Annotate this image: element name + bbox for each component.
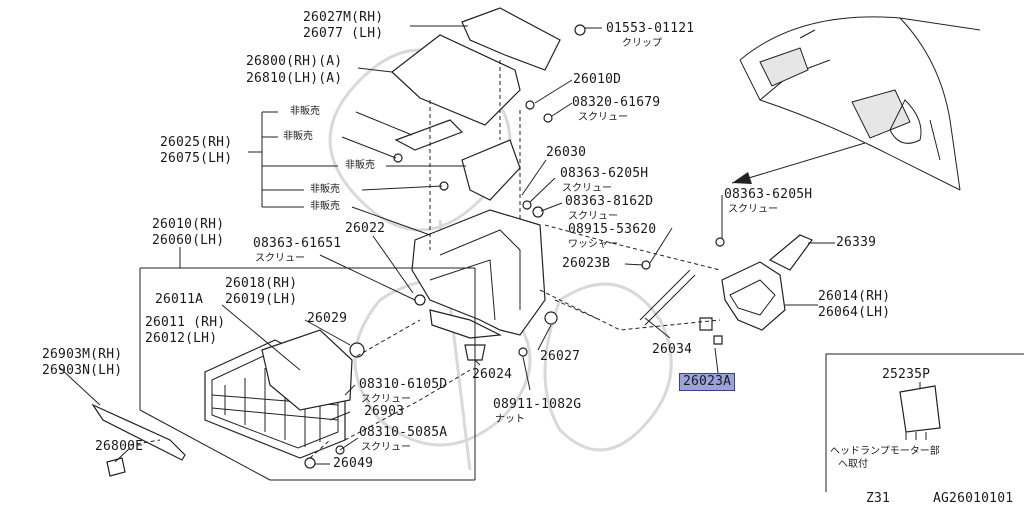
label-26025: 26025(RH) [160,135,233,150]
label-08363-6205h-a: 08363-6205H [560,166,649,181]
label-26077: 26077 (LH) [303,26,384,41]
label-08911-sub: ナット [495,414,525,425]
label-26030: 26030 [546,145,587,160]
label-26810: 26810(LH)(A) [246,71,343,86]
label-26903: 26903 [364,404,405,419]
label-26010: 26010(RH) [152,217,225,232]
label-26800: 26800(RH)(A) [246,54,343,69]
label-26903n: 26903N(LH) [42,363,123,378]
label-26075: 26075(LH) [160,151,233,166]
cover-parts [391,7,586,201]
label-not-for-sale-2: 非販売 [283,131,313,142]
label-08363-6205h-b: 08363-6205H [724,187,813,202]
label-26029: 26029 [307,311,348,326]
label-08310-6105d: 08310-6105D [359,377,448,392]
label-08911: 08911-1082G [493,397,582,412]
label-08320: 08320-61679 [572,95,661,110]
label-08915: 08915-53620 [568,222,657,237]
label-08363-6205h-a-sub: スクリュー [562,183,612,194]
label-08310-5085a-sub: スクリュー [361,442,411,453]
label-26800e: 26800E [95,439,144,454]
label-08310-5085a: 08310-5085A [359,425,448,440]
label-not-for-sale-5: 非販売 [310,201,340,212]
label-08310-6105d-sub: スクリュー [361,394,411,405]
label-08363-61651-sub: スクリュー [255,253,305,264]
label-25235p: 25235P [882,367,931,382]
label-26010d: 26010D [573,72,622,87]
leader-lines [59,25,835,481]
inset-note-line2: へ取付 [838,459,868,470]
label-01553: 01553-01121 [606,21,695,36]
label-08915-sub: ワッシャー [568,239,618,250]
label-26339: 26339 [836,235,877,250]
footer-code: AG26010101 [933,491,1014,506]
label-26014: 26014(RH) [818,289,891,304]
label-26049: 26049 [333,456,374,471]
inset-note-line1: ヘッドランプモーター部 [830,446,940,457]
label-26024: 26024 [472,367,513,382]
label-26034: 26034 [652,342,693,357]
car-silhouette [739,16,981,191]
dashed-guides [129,60,721,459]
label-08320-sub: スクリュー [578,112,628,123]
headlamp-housing [411,200,651,357]
label-not-for-sale-3: 非販売 [345,160,375,171]
label-26011a: 26011A [155,292,204,307]
label-08363-61651: 08363-61651 [253,236,342,251]
label-26019: 26019(LH) [225,292,298,307]
label-26011: 26011 (RH) [145,315,226,330]
label-08363-8162d: 08363-8162D [565,194,654,209]
label-26012: 26012(LH) [145,331,218,346]
label-08363-8162d-sub: スクリュー [568,211,618,222]
label-not-for-sale-4: 非販売 [310,184,340,195]
label-not-for-sale-1: 非販売 [290,106,320,117]
label-08363-6205h-b-sub: スクリュー [728,204,778,215]
label-26018: 26018(RH) [225,276,298,291]
label-26027m: 26027M(RH) [303,10,384,25]
headlamp-lens [91,329,486,477]
label-26023a-highlighted[interactable]: 26023A [679,373,736,391]
motor-assembly [639,234,813,345]
label-26064: 26064(LH) [818,305,891,320]
label-26903m: 26903M(RH) [42,347,123,362]
label-26022: 26022 [345,221,386,236]
label-26060: 26060(LH) [152,233,225,248]
inset-box [825,353,1024,492]
label-01553-sub: クリップ [622,38,662,49]
label-26027: 26027 [540,349,581,364]
footer-model: Z31 [866,491,891,506]
label-26023b: 26023B [562,256,611,271]
